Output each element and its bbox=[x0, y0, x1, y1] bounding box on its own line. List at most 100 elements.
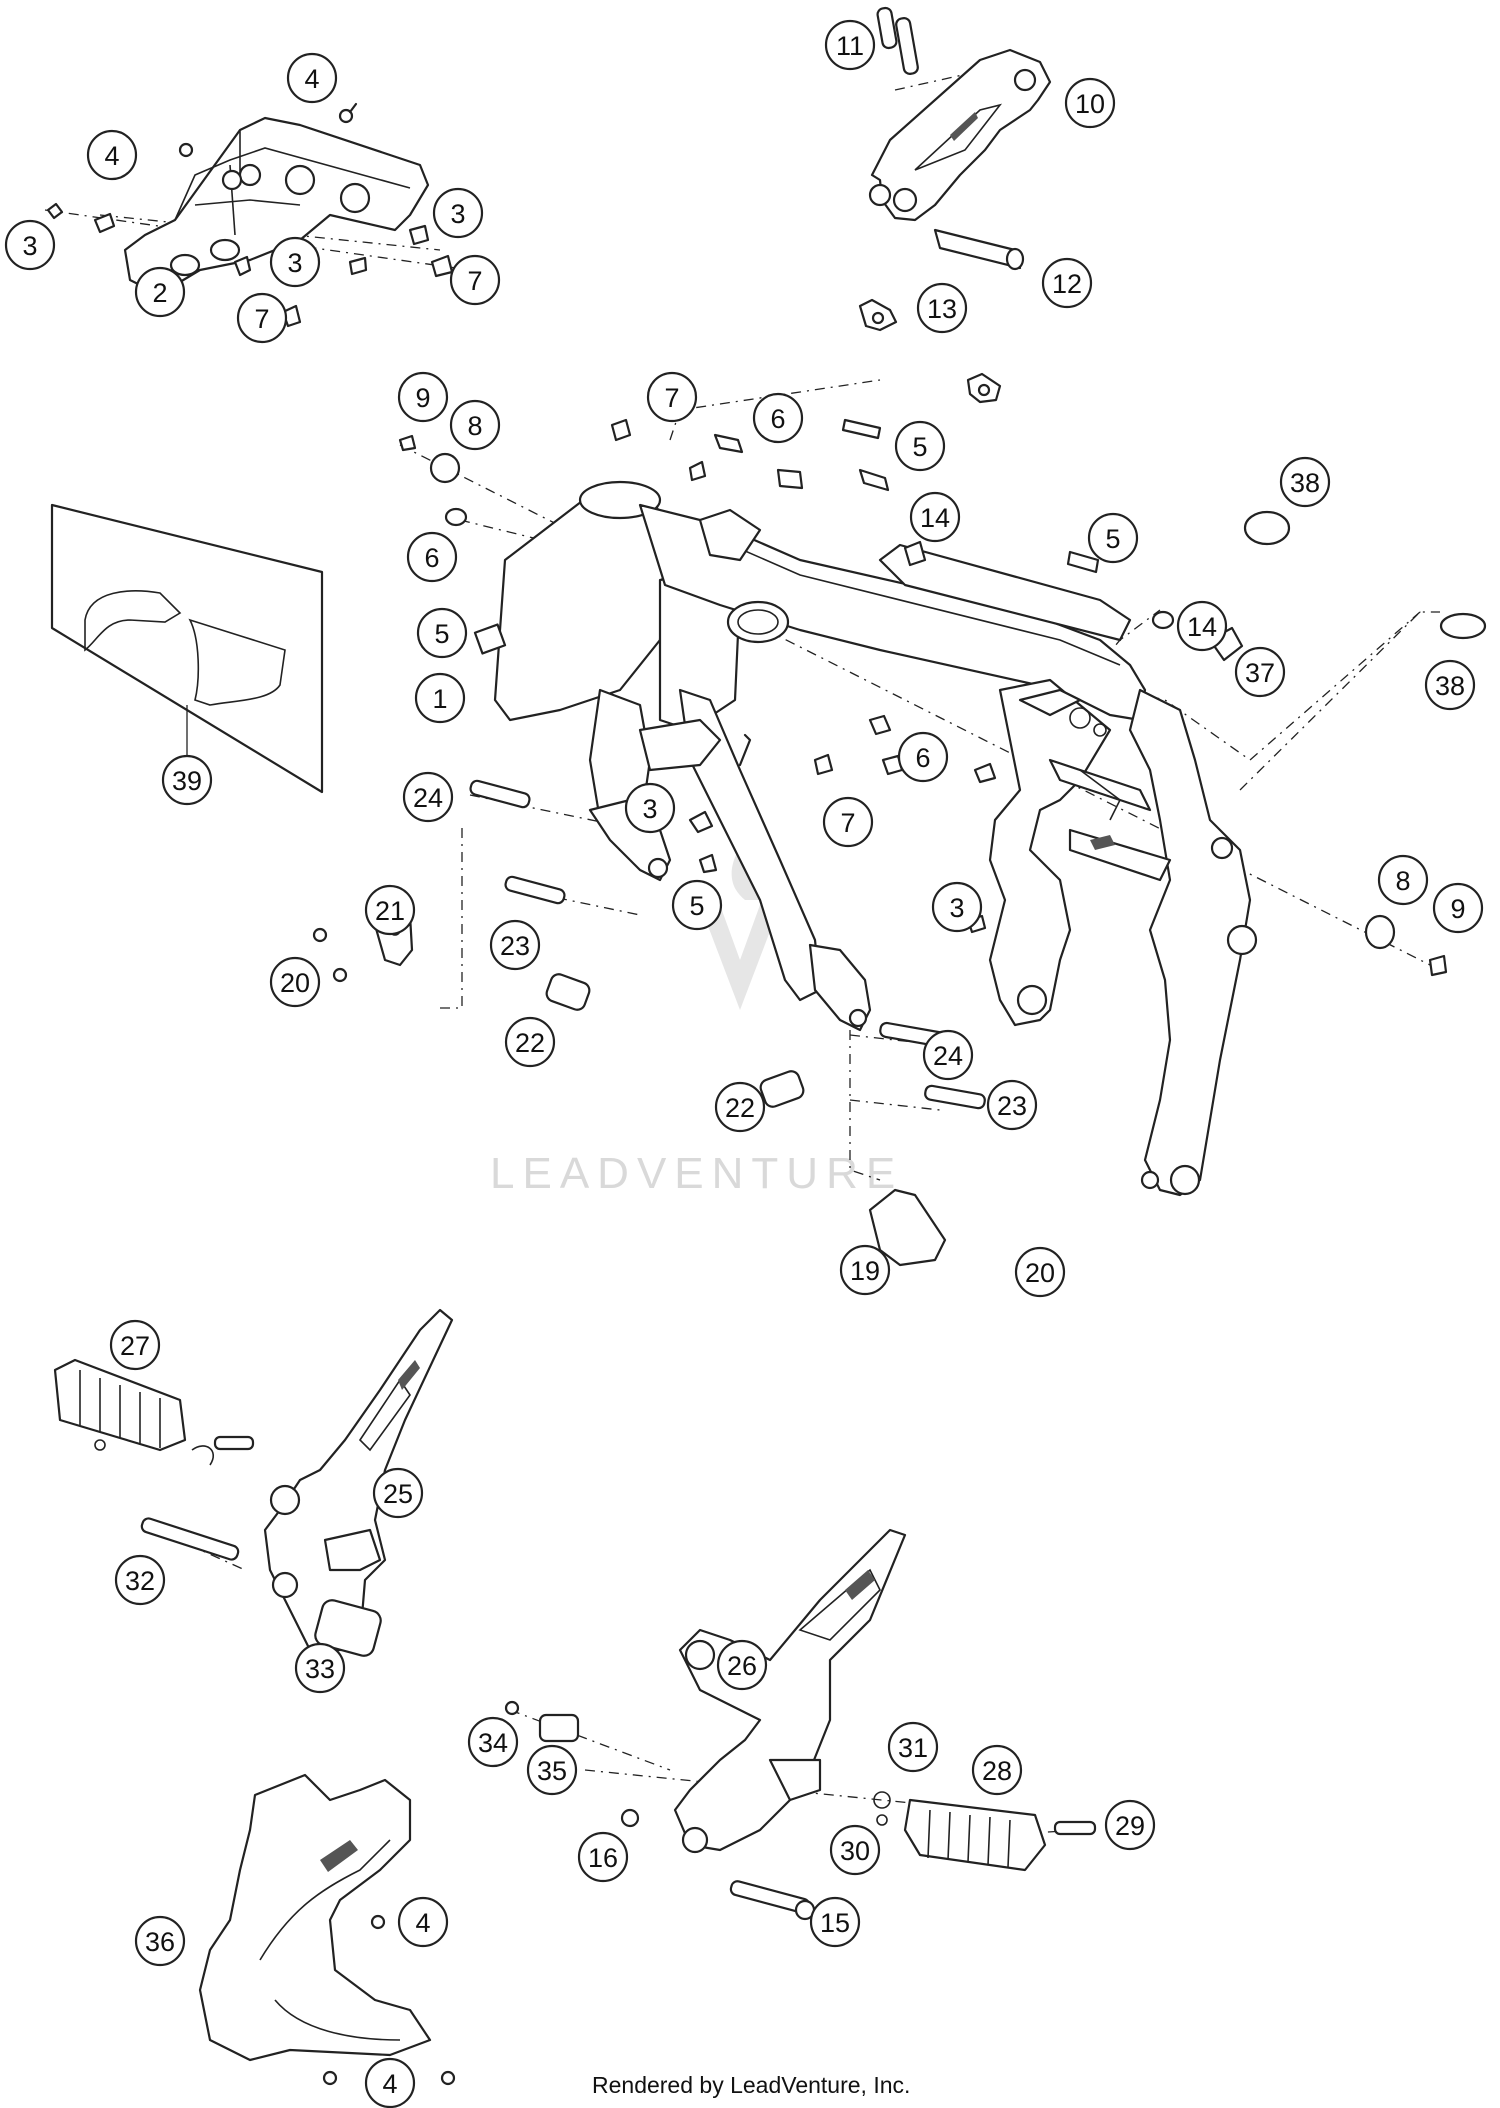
callout-6: 6 bbox=[897, 731, 949, 783]
callout-circle bbox=[489, 919, 541, 971]
callout-label: 36 bbox=[145, 1927, 175, 1957]
callout-label: 38 bbox=[1435, 671, 1465, 701]
clips-cluster-top-left bbox=[46, 102, 454, 328]
callout-label: 37 bbox=[1245, 658, 1275, 688]
callout-circle bbox=[1041, 257, 1093, 309]
callout-label: 33 bbox=[305, 1654, 335, 1684]
callout-4: 4 bbox=[397, 1896, 449, 1948]
callout-circle bbox=[922, 1029, 974, 1081]
callout-circle bbox=[397, 1896, 449, 1948]
callout-label: 24 bbox=[933, 1041, 963, 1071]
callout-circle bbox=[897, 731, 949, 783]
callout-23: 23 bbox=[489, 919, 541, 971]
callout-circle bbox=[109, 1319, 161, 1371]
callout-label: 13 bbox=[927, 294, 957, 324]
callout-circle bbox=[432, 187, 484, 239]
callout-circle bbox=[839, 1244, 891, 1296]
callout-label: 15 bbox=[820, 1908, 850, 1938]
callout-35: 35 bbox=[526, 1744, 578, 1796]
callout-label: 12 bbox=[1052, 269, 1082, 299]
callout-label: 23 bbox=[500, 931, 530, 961]
callout-circle bbox=[646, 371, 698, 423]
callout-12: 12 bbox=[1041, 257, 1093, 309]
callout-label: 4 bbox=[415, 1908, 430, 1938]
callout-3: 3 bbox=[269, 236, 321, 288]
callout-26: 26 bbox=[716, 1639, 768, 1691]
callout-6: 6 bbox=[406, 531, 458, 583]
callout-circle bbox=[504, 1016, 556, 1068]
callout-4: 4 bbox=[364, 2057, 416, 2108]
callout-3: 3 bbox=[931, 881, 983, 933]
callout-circle bbox=[161, 754, 213, 806]
callout-3: 3 bbox=[432, 187, 484, 239]
callout-21: 21 bbox=[364, 884, 416, 936]
callout-label: 23 bbox=[997, 1091, 1027, 1121]
link-bracket-10 bbox=[868, 6, 1052, 271]
callout-circle bbox=[4, 219, 56, 271]
callout-circle bbox=[397, 371, 449, 423]
callout-circle bbox=[364, 2057, 416, 2108]
callout-20: 20 bbox=[1014, 1246, 1066, 1298]
callout-circle bbox=[822, 796, 874, 848]
callout-4: 4 bbox=[286, 52, 338, 104]
callout-label: 5 bbox=[689, 891, 704, 921]
callout-7: 7 bbox=[646, 371, 698, 423]
callout-1: 1 bbox=[414, 672, 466, 724]
watermark: LEADVENTURE bbox=[490, 835, 903, 1198]
callout-label: 3 bbox=[287, 248, 302, 278]
callout-9: 9 bbox=[397, 371, 449, 423]
callout-label: 24 bbox=[413, 783, 443, 813]
callout-circle bbox=[269, 236, 321, 288]
callout-label: 4 bbox=[104, 141, 119, 171]
callout-circle bbox=[624, 782, 676, 834]
callout-8: 8 bbox=[1377, 854, 1429, 906]
callout-label: 5 bbox=[912, 432, 927, 462]
callout-24: 24 bbox=[402, 771, 454, 823]
callout-circle bbox=[1064, 77, 1116, 129]
callout-label: 3 bbox=[642, 794, 657, 824]
callout-circle bbox=[416, 607, 468, 659]
callout-circle bbox=[671, 879, 723, 931]
callout-circle bbox=[1087, 512, 1139, 564]
callout-label: 20 bbox=[1025, 1258, 1055, 1288]
callout-label: 38 bbox=[1290, 468, 1320, 498]
callout-34: 34 bbox=[467, 1716, 519, 1768]
callout-circle bbox=[1234, 646, 1286, 698]
callout-circle bbox=[526, 1744, 578, 1796]
callout-27: 27 bbox=[109, 1319, 161, 1371]
callout-label: 27 bbox=[120, 1331, 150, 1361]
callout-label: 16 bbox=[588, 1843, 618, 1873]
callout-circle bbox=[714, 1081, 766, 1133]
callout-24: 24 bbox=[922, 1029, 974, 1081]
callout-circle bbox=[916, 282, 968, 334]
callout-label: 22 bbox=[515, 1028, 545, 1058]
callout-28: 28 bbox=[971, 1744, 1023, 1796]
callout-7: 7 bbox=[449, 254, 501, 306]
watermark-text: LEADVENTURE bbox=[490, 1149, 903, 1198]
callout-15: 15 bbox=[809, 1896, 861, 1948]
callout-circle bbox=[134, 266, 186, 318]
callout-13: 13 bbox=[916, 282, 968, 334]
callout-circle bbox=[402, 771, 454, 823]
callout-3: 3 bbox=[624, 782, 676, 834]
callout-29: 29 bbox=[1104, 1799, 1156, 1851]
callout-circle bbox=[894, 420, 946, 472]
callout-4: 4 bbox=[86, 129, 138, 181]
callout-label: 5 bbox=[1105, 524, 1120, 554]
callout-circle bbox=[114, 1554, 166, 1606]
callout-label: 8 bbox=[1395, 866, 1410, 896]
callout-circle bbox=[1432, 882, 1484, 934]
footpeg-bracket-26 bbox=[504, 1528, 1097, 1921]
callout-circle bbox=[986, 1079, 1038, 1131]
callout-5: 5 bbox=[671, 879, 723, 931]
callout-38: 38 bbox=[1424, 659, 1476, 711]
callout-2: 2 bbox=[134, 266, 186, 318]
callout-circle bbox=[286, 52, 338, 104]
callout-circle bbox=[577, 1831, 629, 1883]
callout-label: 4 bbox=[304, 64, 319, 94]
callout-label: 7 bbox=[254, 304, 269, 334]
callout-circle bbox=[467, 1716, 519, 1768]
callout-circle bbox=[752, 392, 804, 444]
